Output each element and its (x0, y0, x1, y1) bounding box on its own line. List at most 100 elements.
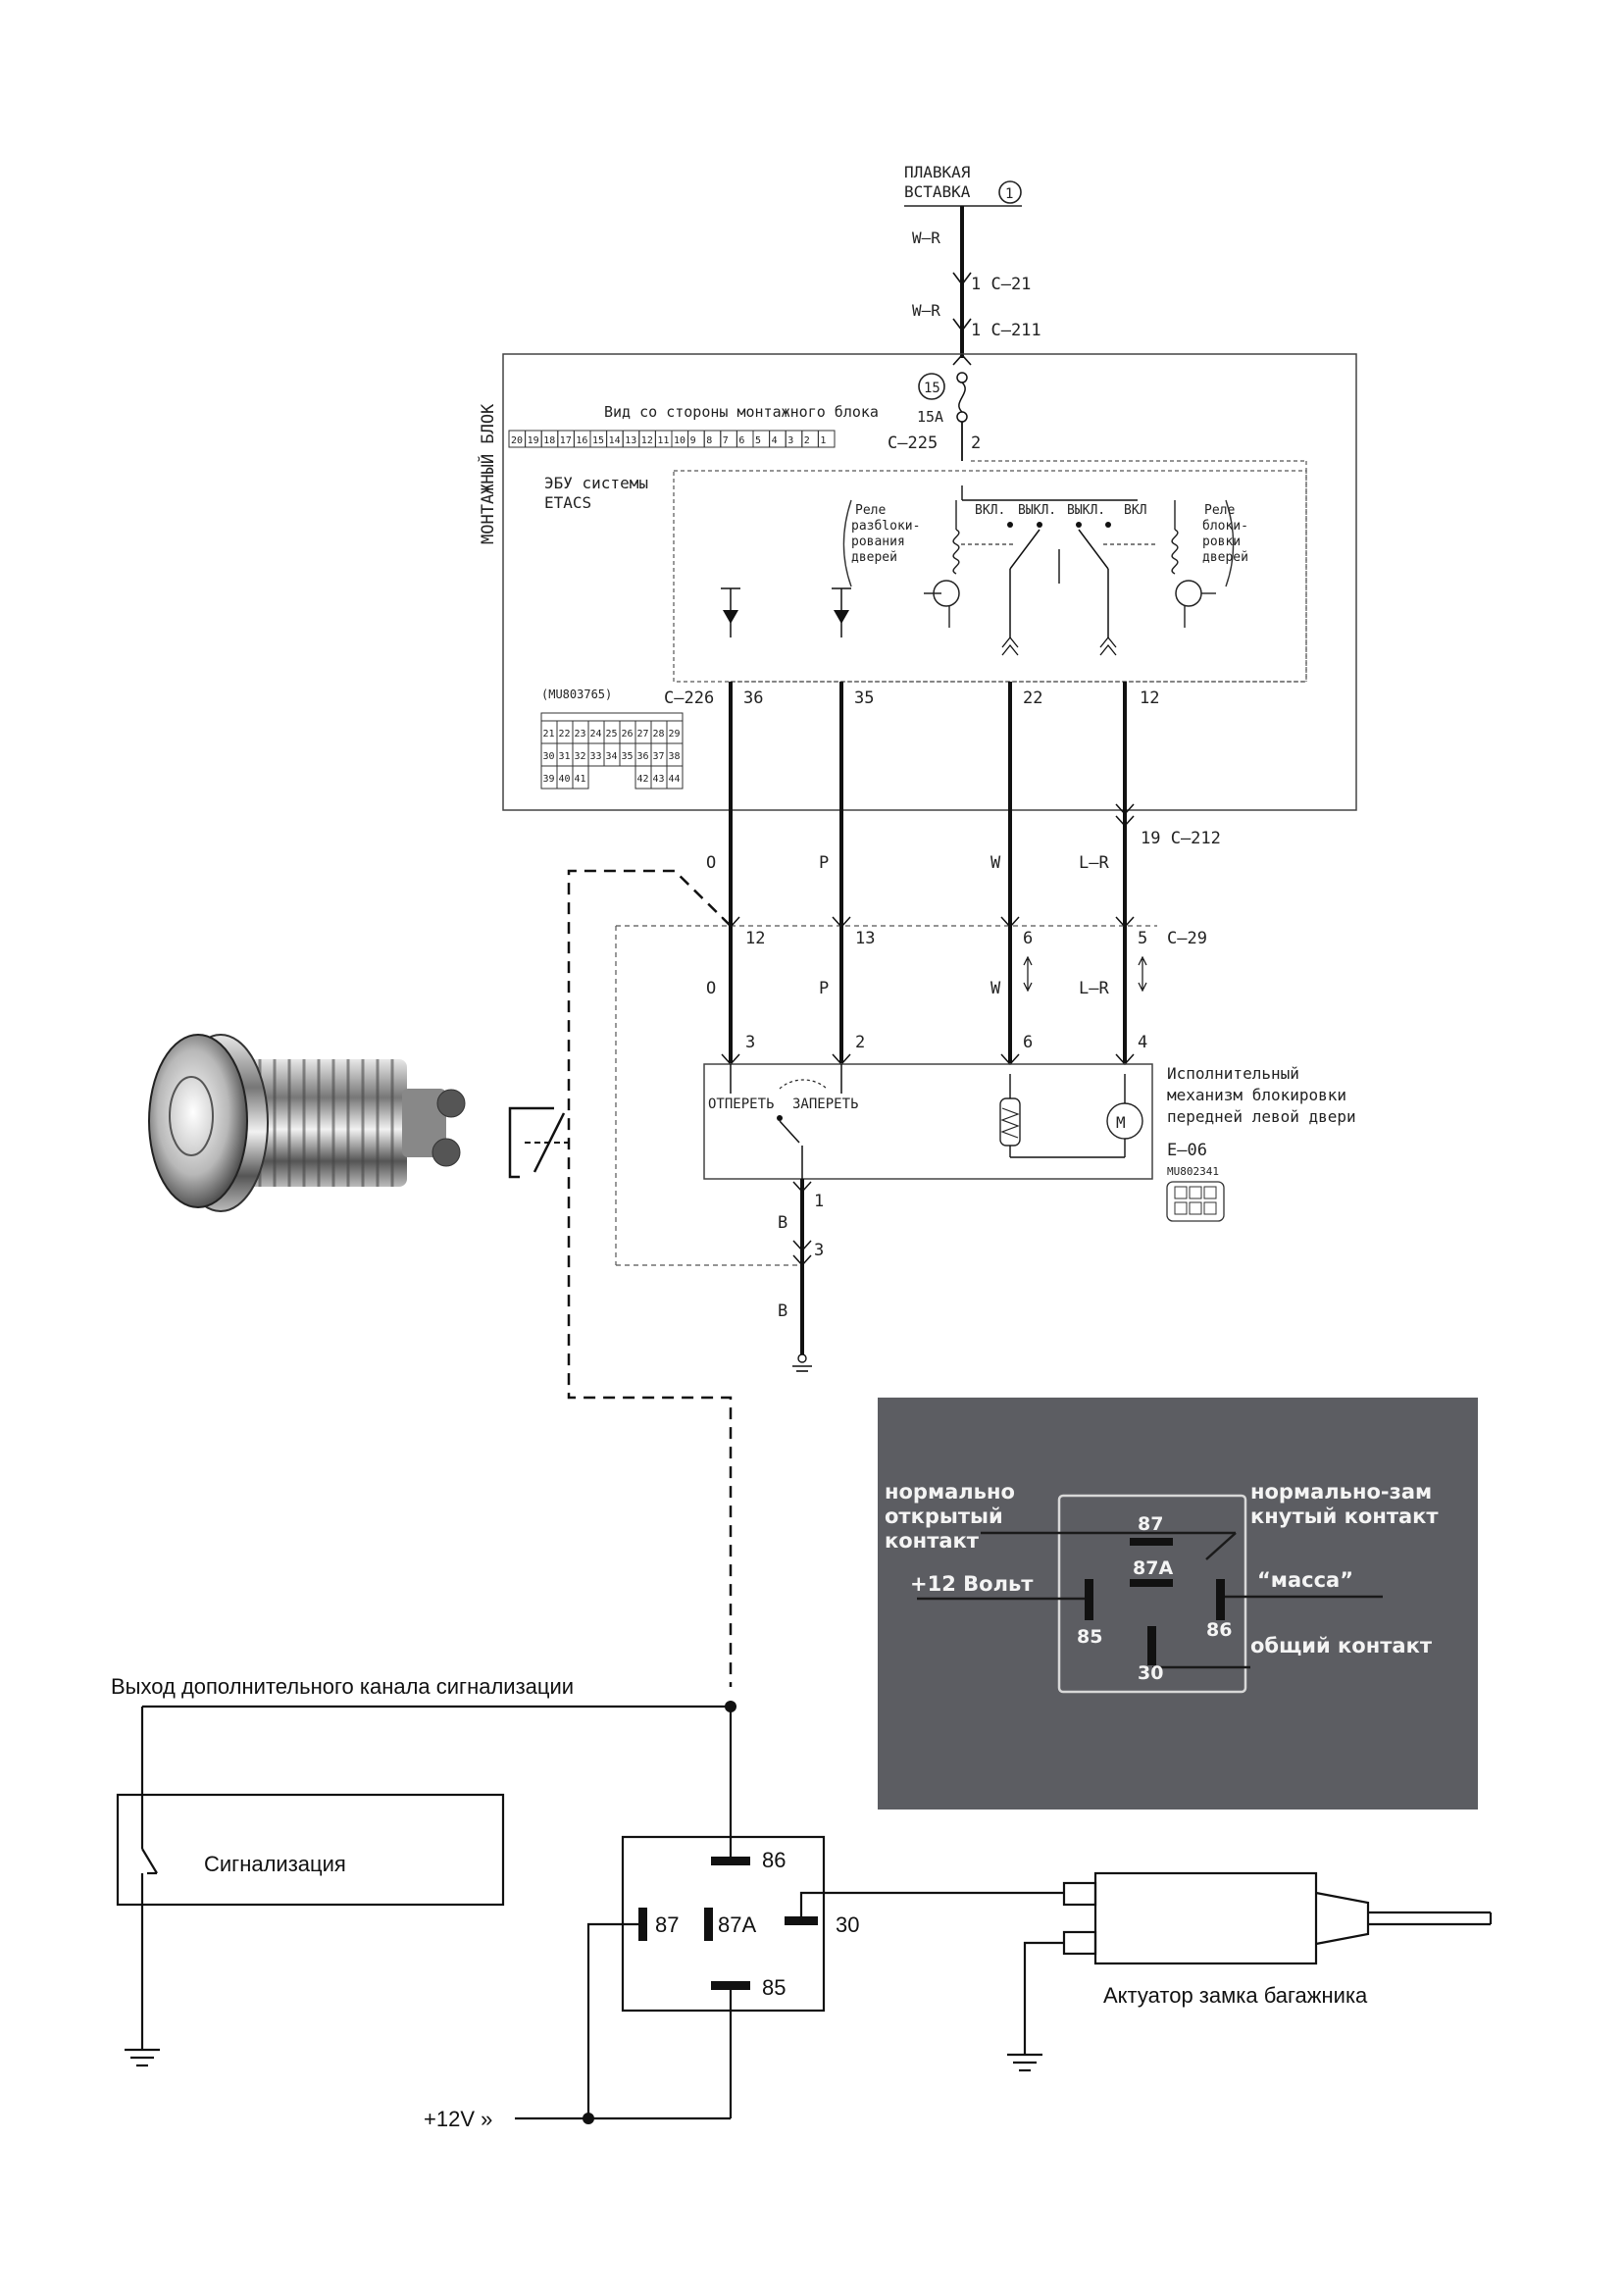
switch-contact (1037, 522, 1042, 528)
c226-pin-number: 36 (637, 751, 649, 762)
output-terminal-icon (1099, 636, 1117, 656)
ecu-title-1: ЭБУ системы (544, 474, 648, 492)
motor-symbol: M (1116, 1113, 1126, 1132)
button-face (148, 1034, 248, 1208)
relay-leader-line (1205, 1532, 1237, 1560)
button-terminal (436, 1089, 466, 1118)
c226-pin-number: 23 (575, 729, 586, 739)
actuator-title-1: Исполнительный (1167, 1064, 1299, 1083)
ground-wire-color-1: B (778, 1213, 787, 1233)
switch-contact (777, 1115, 783, 1121)
connector-chevron (1115, 803, 1135, 828)
harness: 19 C–212 O P W L–R 12 13 6 5 C–29 O P W … (615, 682, 1221, 1266)
wire-color-o-lower: O (706, 979, 716, 998)
c226-pin-number: 39 (543, 774, 555, 785)
relay-pin-30 (1147, 1626, 1156, 1665)
actuator-pin-2: 2 (855, 1033, 865, 1052)
relay-pin-87a-label: 87A (718, 1912, 756, 1937)
relay-photo-bg (878, 1398, 1478, 1810)
relay-pin-86-label: 86 (762, 1848, 786, 1872)
trunk-actuator-body (1093, 1871, 1318, 1965)
actuator-pin-4: 4 (1138, 1033, 1147, 1052)
switch-off-right: ВЫКЛ. (1067, 503, 1105, 518)
relay-plus12-label: +12 Вольт (910, 1572, 1034, 1596)
switch-arc (779, 1079, 828, 1090)
c29-pin-5: 5 (1138, 929, 1147, 948)
c29-pin-12: 12 (745, 929, 765, 948)
relay-no-line-1: нормально (885, 1480, 1015, 1504)
fuse-terminal (956, 372, 968, 383)
relay-no-line-2: открытый (885, 1504, 1003, 1528)
door-lock-actuator: ОТПЕРЕТЬ ЗАПЕРЕТЬ M Исполнительный механ… (703, 1063, 1356, 1372)
relay-pin-30-label: 30 (836, 1912, 859, 1937)
trunk-actuator-label: Актуатор замка багажника (1103, 1983, 1368, 2008)
switch-arm (1009, 529, 1040, 570)
c225-pin-number: 16 (576, 435, 587, 446)
connector-c212: 19 C–212 (1141, 829, 1221, 848)
dashed-control-line (567, 869, 733, 1687)
fuse-feed: ПЛАВКАЯ ВСТАВКА 1 W–R 1 C–21 W–R 1 C–211 (904, 163, 1041, 358)
fuse-element (958, 382, 966, 413)
relay-pin-87-bar (638, 1908, 647, 1941)
actuator-pin-6: 6 (1023, 1033, 1033, 1052)
c226-header (540, 712, 684, 722)
relay-unlock-line-2: разбloки- (851, 519, 920, 534)
relay-pin-87 (1130, 1538, 1173, 1546)
connector-cell (1189, 1201, 1202, 1215)
c226-pin-number: 37 (653, 751, 665, 762)
wire-color-wr-2: W–R (912, 301, 940, 320)
relay-lock-line-3: ровки (1202, 535, 1241, 549)
bidirectional-arrow-icon (1138, 955, 1147, 993)
output-terminal-icon (1001, 636, 1019, 656)
c226-pin-number: 41 (575, 774, 586, 785)
alarm-unit-box (116, 1793, 505, 1907)
supply-label: +12V » (424, 2107, 492, 2131)
connector-cell (1203, 1186, 1217, 1199)
relay-pin-86 (1216, 1579, 1225, 1620)
relay-pin-87a (1130, 1579, 1173, 1587)
c225-pin-number: 1 (820, 435, 826, 446)
switch-symbol-icon (508, 1106, 554, 1179)
wire-color-lr-lower: L–R (1079, 979, 1109, 998)
pin-36: 36 (743, 688, 763, 708)
c226-part-number: (MU803765) (541, 688, 612, 701)
control-dashed-wire (508, 869, 733, 1687)
c225-pin-number: 5 (755, 435, 761, 446)
c225-pin-number: 11 (657, 435, 669, 446)
diode-icon (834, 610, 849, 624)
c225-pin-number: 6 (738, 435, 744, 446)
trunk-actuator-nose (1315, 1891, 1370, 1946)
bottom-circuit: Выход дополнительного канала сигнализаци… (111, 1674, 1493, 2131)
alarm-output-label: Выход дополнительного канала сигнализаци… (111, 1674, 574, 1699)
ground-pin-1: 1 (814, 1192, 824, 1211)
fuse-rating: 15A (917, 408, 943, 426)
fuse-label-2: ВСТАВКА (904, 182, 971, 201)
switch-arm (1078, 529, 1109, 570)
ecu-frame (673, 470, 1307, 683)
c226-pin-number: 40 (559, 774, 571, 785)
connector-chevron (792, 1181, 812, 1194)
c226-pin-number: 34 (606, 751, 618, 762)
fuse-terminal (956, 411, 968, 423)
relay-nc-line-1: нормально-зам (1250, 1480, 1432, 1504)
diode-icon (723, 610, 738, 624)
c225-pin-number: 17 (560, 435, 572, 446)
transistor-icon (1175, 580, 1202, 607)
c225-pin-number: 10 (674, 435, 685, 446)
c225-pin-number: 20 (511, 435, 523, 446)
connector-chevrons (721, 1053, 1135, 1066)
c29-pin-6: 6 (1023, 929, 1033, 948)
alarm-contact-arm (141, 1848, 158, 1874)
relay-unlock-line-1: Реле (855, 503, 886, 518)
montage-block-frame (502, 353, 1357, 811)
c225-pin-number: 8 (706, 435, 712, 446)
relay-pin-85-bar (711, 1981, 750, 1990)
actuator-pin-3: 3 (745, 1033, 755, 1052)
connector-cell (1189, 1186, 1202, 1199)
button-ring (169, 1076, 214, 1156)
relay-87-wire (586, 1922, 642, 2118)
c226-pin-number: 24 (590, 729, 602, 739)
